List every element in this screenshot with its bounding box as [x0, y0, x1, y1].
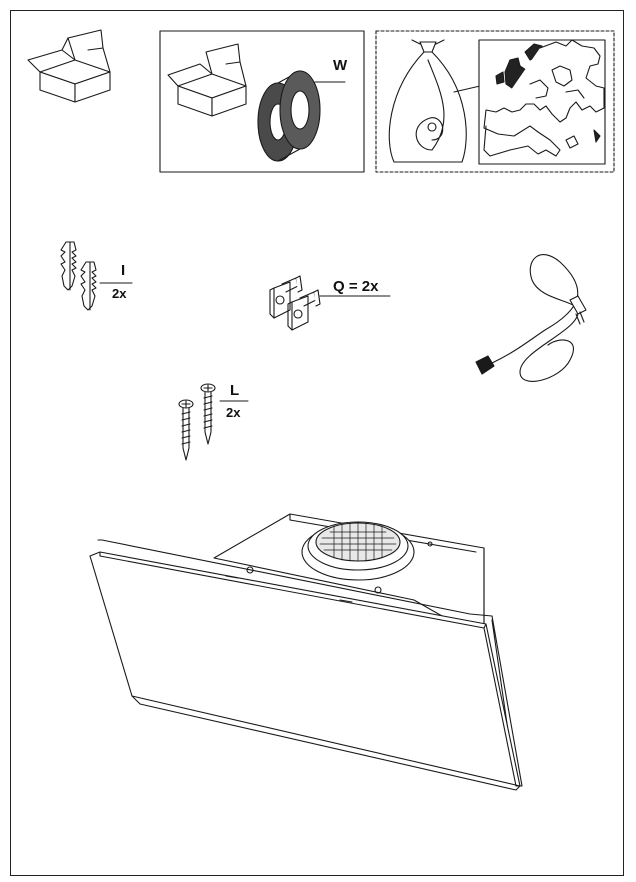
- bracket-icon: [287, 289, 321, 331]
- bracket-icon: [269, 275, 303, 319]
- bracket-quantity-label: Q = 2x: [333, 278, 379, 295]
- cooker-hood-illustration: [89, 513, 523, 791]
- filter-letter-label: W: [333, 57, 348, 74]
- screw-letter-label: L: [230, 382, 240, 399]
- screw-quantity-label: 2x: [226, 405, 241, 420]
- power-cord-icon: [475, 254, 587, 382]
- wall-plug-icon: [60, 241, 77, 291]
- europe-map-icon: [478, 39, 606, 165]
- screw-icon: [178, 399, 194, 461]
- bag-icon: [388, 39, 481, 163]
- box-icon: [27, 29, 111, 103]
- wall-plug-quantity-label: 2x: [112, 286, 127, 301]
- box-icon: [167, 43, 247, 117]
- carbon-filter-icon: [257, 70, 346, 162]
- screw-icon: [200, 383, 216, 445]
- wall-plug-icon: [80, 261, 97, 311]
- wall-plug-letter-label: I: [121, 262, 126, 279]
